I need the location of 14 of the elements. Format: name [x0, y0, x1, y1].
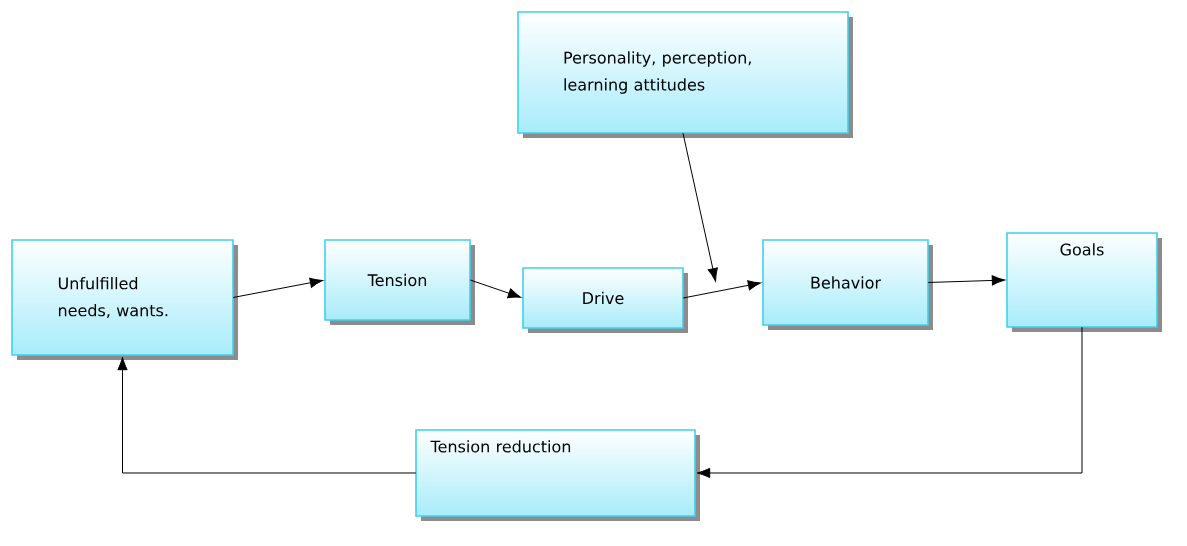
process-box: Tension reduction	[415, 429, 700, 521]
arrow	[682, 280, 762, 299]
arrow	[696, 326, 1083, 479]
arrow	[682, 132, 718, 282]
process-box: Behavior	[762, 239, 933, 330]
arrow	[117, 356, 417, 474]
process-box: Tension	[324, 239, 475, 325]
process-box: Drive	[522, 267, 688, 333]
process-box: Goals	[1006, 232, 1162, 332]
arrow	[927, 275, 1006, 286]
process-box: Unfulfilled needs, wants.	[11, 239, 238, 360]
process-box: Personality, perception, learning attitudes	[517, 11, 853, 138]
arrow	[232, 277, 324, 298]
arrow	[469, 279, 522, 299]
